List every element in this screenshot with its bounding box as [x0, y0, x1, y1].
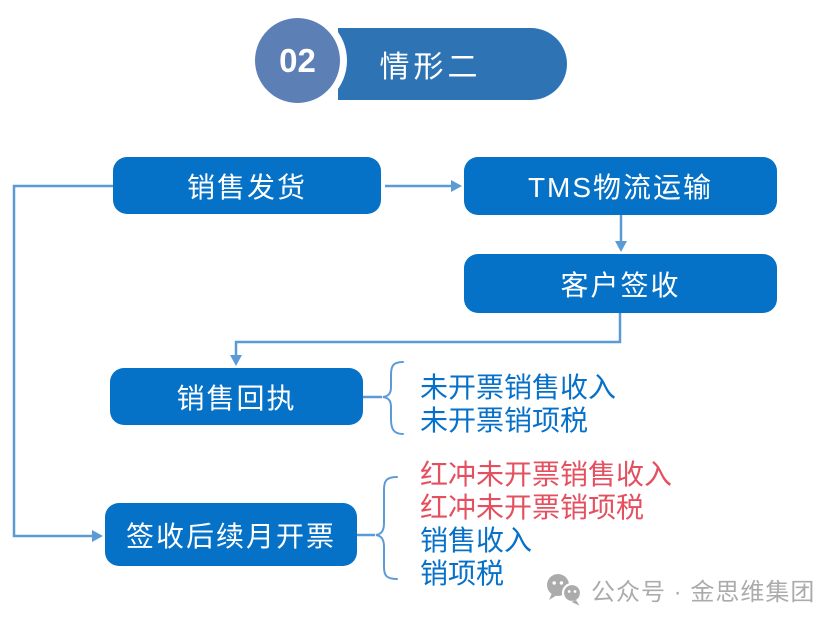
node-sales-shipment: 销售发货 — [113, 157, 381, 214]
arrowhead-down-sign — [615, 241, 627, 252]
annotation-item: 未开票销项税 — [420, 405, 589, 436]
annotation-item: 红冲未开票销售收入 — [420, 459, 673, 490]
wechat-icon — [547, 573, 583, 605]
annotation-item: 红冲未开票销项税 — [420, 492, 645, 523]
node-sales-receipt: 销售回执 — [110, 368, 363, 425]
annotation-item: 销售收入 — [420, 525, 533, 556]
node-label: 签收后续月开票 — [125, 520, 336, 552]
receipt-annotation-list: 未开票销售收入 未开票销项税 — [420, 371, 616, 437]
section-title: 情形二 — [379, 51, 482, 84]
watermark-label: 公众号 · 金思维集团 — [591, 579, 816, 606]
node-label: TMS物流运输 — [527, 172, 714, 203]
node-label: 客户签收 — [560, 269, 681, 301]
arrowhead-right-invoice — [92, 530, 103, 542]
edge-sign-to-receipt — [234, 313, 622, 355]
watermark: 公众号 · 金思维集团 — [545, 572, 815, 607]
section-title-pill: 情形二 — [338, 28, 567, 100]
node-label: 销售回执 — [176, 382, 297, 414]
arrowhead-down-receipt — [230, 355, 242, 366]
annotation-item: 未开票销售收入 — [420, 372, 617, 403]
arrowhead-right-tms — [451, 180, 462, 192]
invoice-brace — [375, 476, 398, 580]
node-customer-sign: 客户签收 — [464, 254, 777, 313]
section-number: 02 — [279, 41, 316, 79]
edge-shipment-to-invoice — [12, 184, 113, 538]
section-number-badge: 02 — [255, 18, 340, 103]
node-tms-logistics: TMS物流运输 — [464, 157, 777, 215]
annotation-item: 销项税 — [420, 558, 505, 589]
node-invoice-next-month: 签收后续月开票 — [105, 503, 357, 566]
node-label: 销售发货 — [186, 171, 307, 203]
invoice-annotation-list: 红冲未开票销售收入 红冲未开票销项税 销售收入 销项税 — [420, 458, 672, 590]
receipt-brace — [382, 361, 404, 435]
